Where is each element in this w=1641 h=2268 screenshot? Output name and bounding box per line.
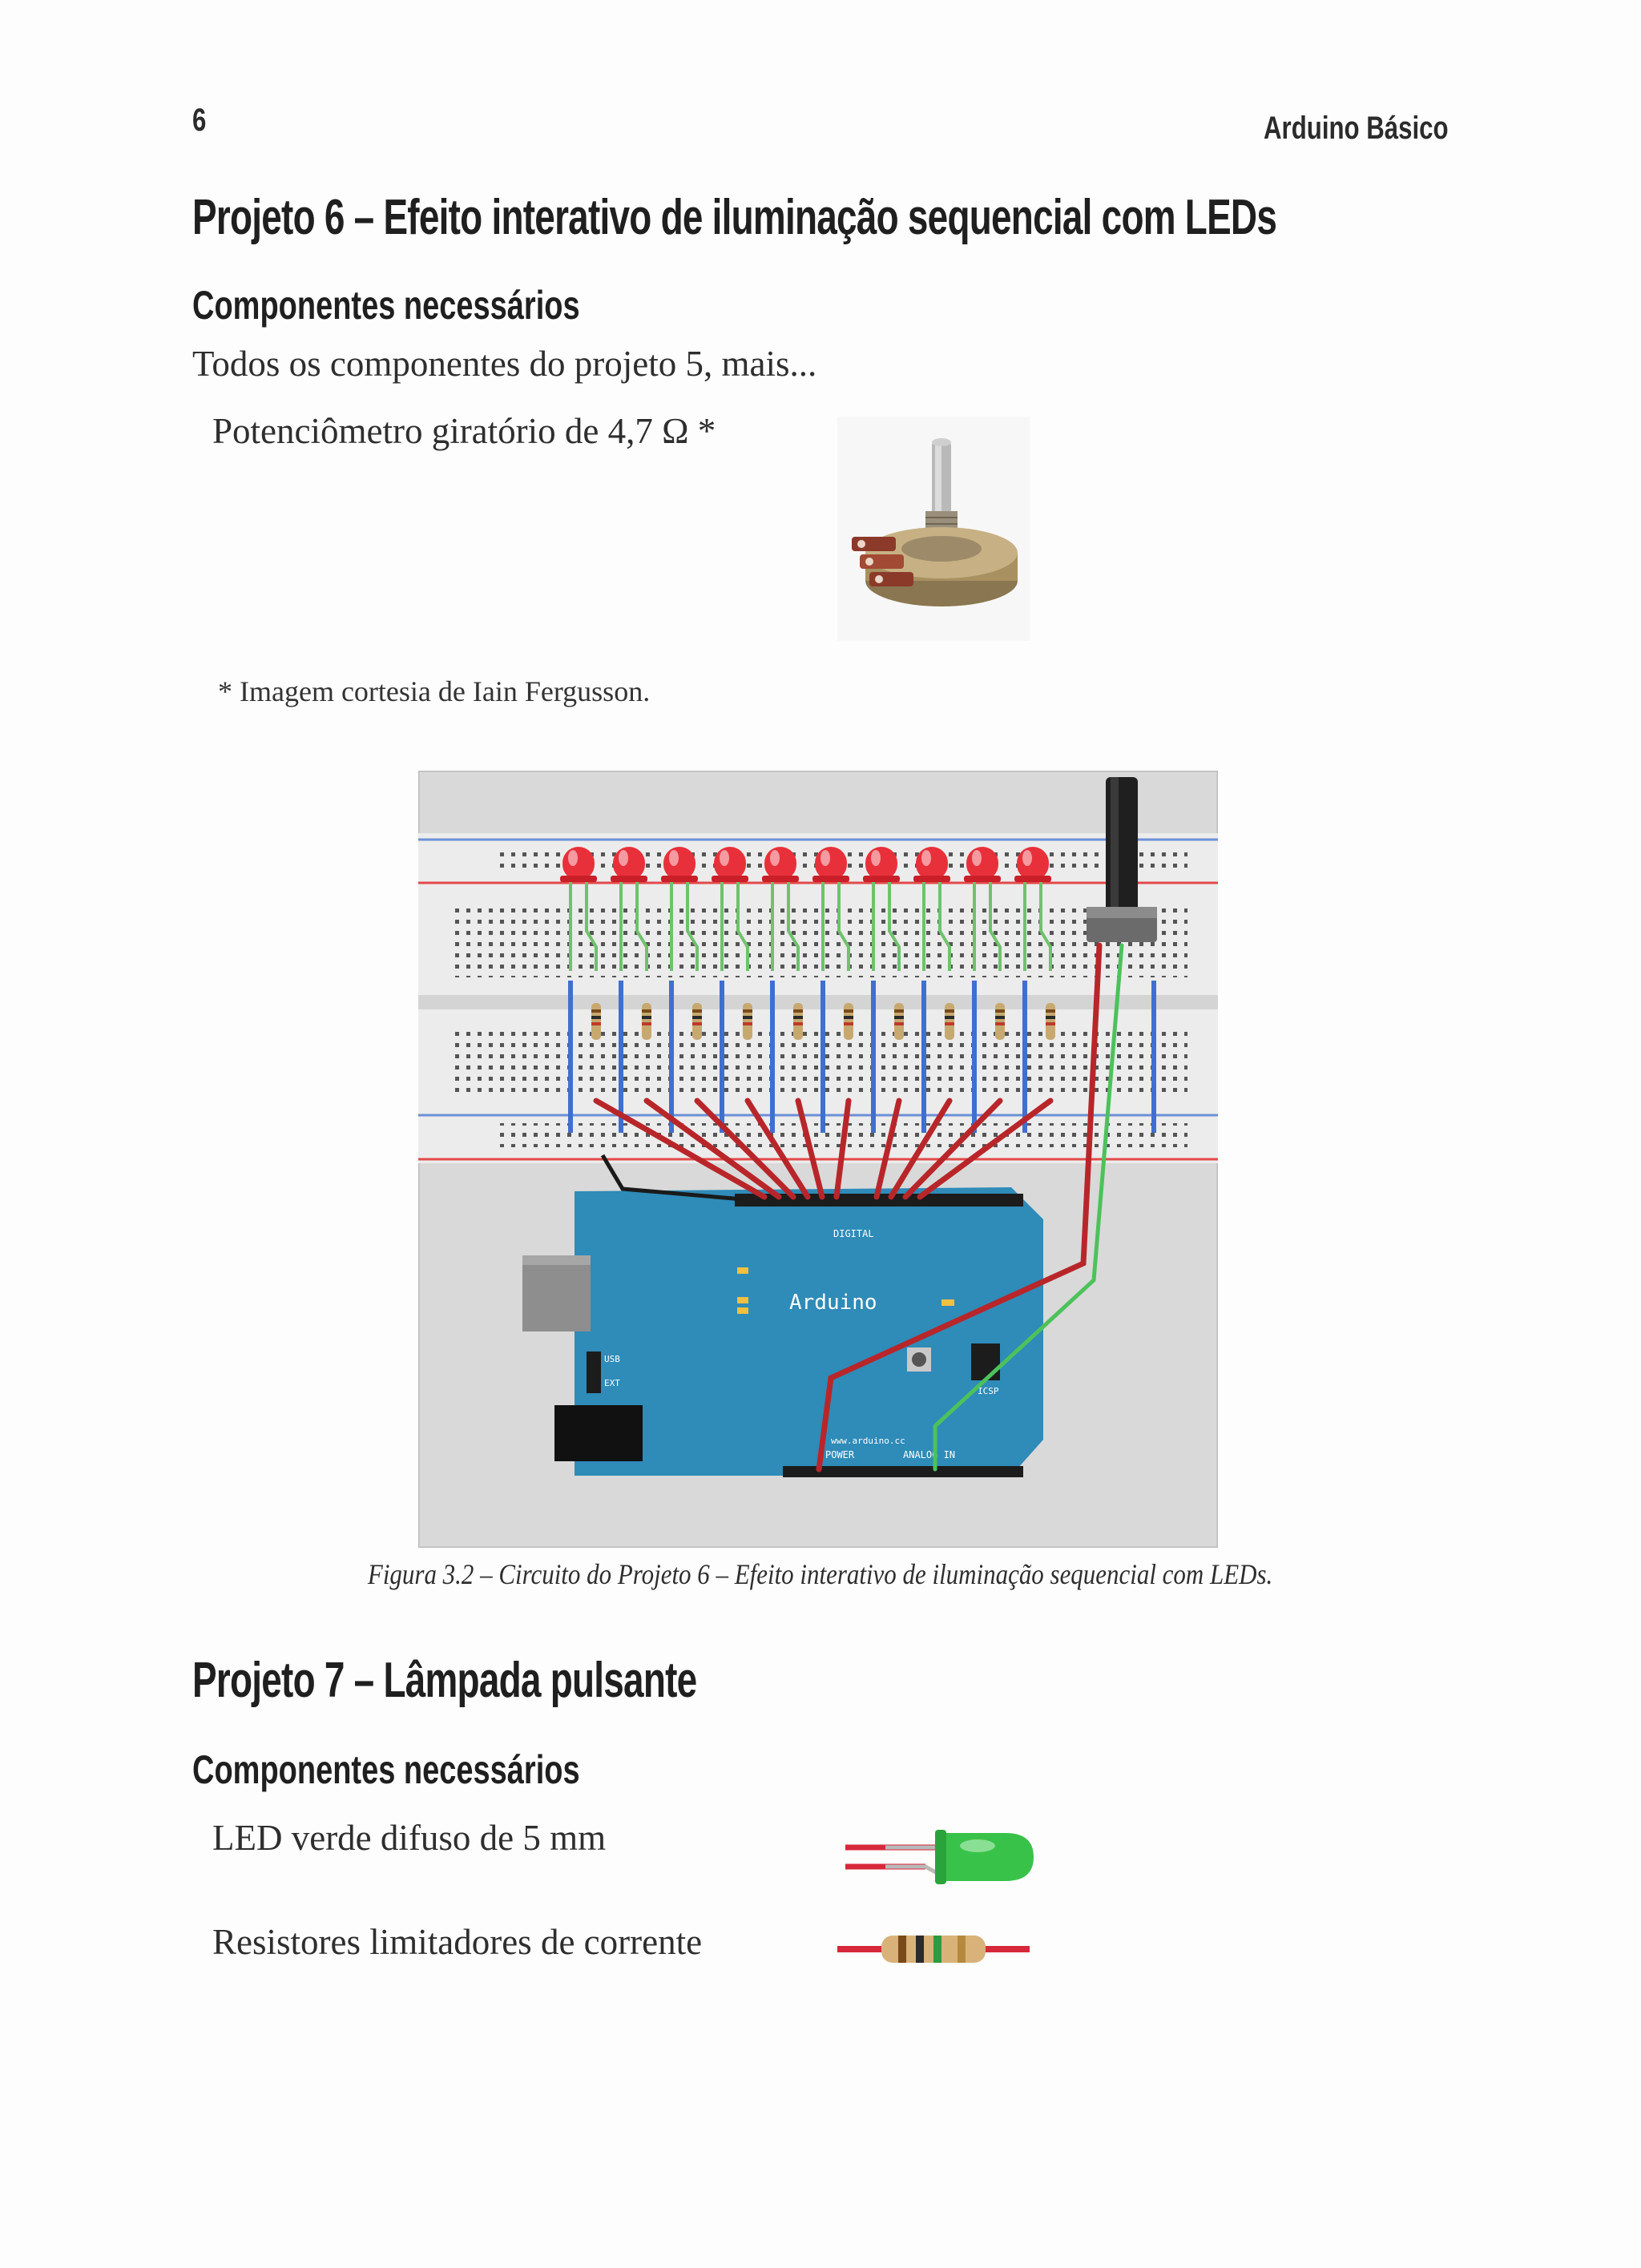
potentiometer-power-wire bbox=[816, 942, 1103, 1472]
ground-wires bbox=[568, 981, 1156, 1133]
circuit-diagram: Arduino DIGITAL www.arduino.cc POWER ANA… bbox=[418, 771, 1218, 1548]
arduino-url: www.arduino.cc bbox=[831, 1436, 905, 1446]
page-number: 6 bbox=[192, 103, 207, 138]
project6-title: Projeto 6 – Efeito interativo de ilumina… bbox=[192, 190, 1277, 245]
potentiometer-image bbox=[837, 417, 1030, 641]
project6-components-heading: Componentes necessários bbox=[192, 283, 580, 328]
green-led-item: LED verde difuso de 5 mm bbox=[212, 1818, 607, 1858]
running-header: Arduino Básico bbox=[1264, 111, 1449, 146]
resistors bbox=[591, 1003, 1055, 1040]
project6-intro: Todos os componentes do projeto 5, mais.… bbox=[192, 344, 817, 384]
icsp-label: ICSP bbox=[978, 1386, 999, 1396]
potentiometer-signal-wire bbox=[933, 943, 1124, 1472]
potentiometer-item: Potenciômetro giratório de 4,7 Ω * bbox=[212, 411, 716, 451]
arduino-label: Arduino bbox=[789, 1291, 877, 1315]
project7-title: Projeto 7 – Lâmpada pulsante bbox=[192, 1653, 697, 1708]
signal-wires bbox=[593, 1098, 1054, 1200]
resistors-item: Resistores limitadores de corrente bbox=[212, 1922, 703, 1962]
image-credit-footnote: * Imagem cortesia de Iain Fergusson. bbox=[218, 675, 651, 707]
resistor-image bbox=[837, 1936, 1030, 1963]
project7-components-heading: Componentes necessários bbox=[192, 1747, 580, 1792]
analog-in-label: ANALOG IN bbox=[903, 1449, 955, 1460]
ext-label: EXT bbox=[604, 1378, 620, 1388]
arduino-board bbox=[522, 1187, 1043, 1477]
red-leds bbox=[560, 847, 1051, 882]
usb-label: USB bbox=[604, 1354, 620, 1364]
led-legs bbox=[569, 879, 1052, 971]
digital-label: DIGITAL bbox=[833, 1228, 874, 1239]
green-led-image bbox=[845, 1830, 1034, 1884]
figure-caption: Figura 3.2 – Circuito do Projeto 6 – Efe… bbox=[368, 1558, 1273, 1590]
power-label: POWER bbox=[825, 1449, 855, 1460]
ground-jumper-wire bbox=[600, 1154, 744, 1202]
